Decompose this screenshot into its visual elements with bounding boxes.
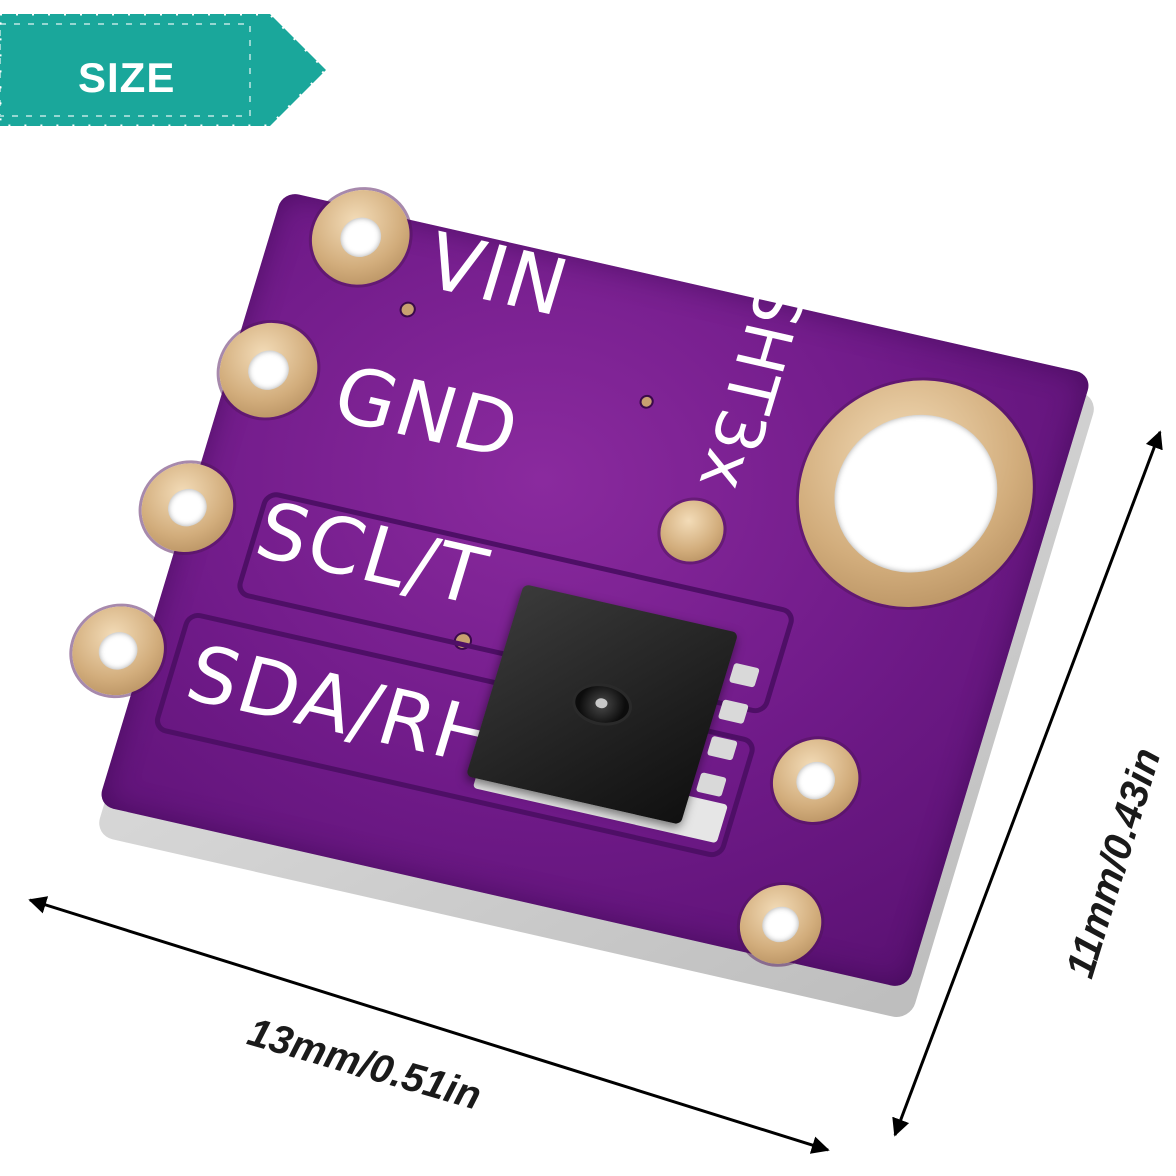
size-badge-label: SIZE [78,54,176,101]
via-2 [640,395,653,408]
pad-gnd [207,313,330,427]
height-arrow [892,430,1163,1137]
pin-label-vin: VIN [415,216,580,335]
width-arrow [28,896,830,1154]
sensor-pin-2 [717,699,749,725]
pin-label-gnd: GND [323,349,530,478]
mounting-hole [770,357,1062,630]
sensor-aperture [570,681,634,728]
badge-shape [0,14,329,126]
pad-vin [300,180,422,295]
sensor-board: VIN GND SCL/T SDA/RH SHT3x [61,180,1099,1021]
size-badge: SIZE [0,14,330,126]
via-1 [400,302,416,317]
pad-scl [130,454,245,561]
pad-right-2 [762,731,869,831]
solder-dot [652,494,732,568]
chip-label: SHT3x [683,275,821,497]
pad-sda [61,597,176,705]
